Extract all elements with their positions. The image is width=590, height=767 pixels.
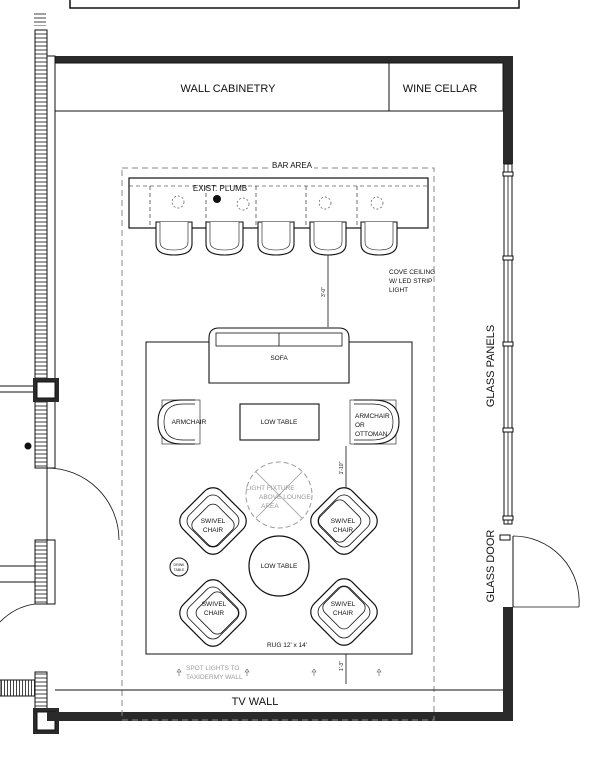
armchair-left-label: ARMCHAIR: [172, 419, 207, 426]
cove-ceiling-line-2: W/ LED STRIP: [389, 278, 432, 285]
bar-stool: [360, 221, 398, 256]
tv-wall-label: TV WALL: [232, 696, 279, 708]
bar-stool: [309, 221, 347, 256]
bar-stools: [155, 221, 398, 256]
bar-stool: [257, 221, 295, 256]
swivel-label-1b: CHAIR: [203, 527, 224, 534]
drink-table-label-1: DRINK: [174, 563, 186, 567]
cove-ceiling-line-1: COVE CEILING: [389, 269, 435, 276]
wall-cabinetry: WALL CABINETRY WINE CELLAR: [54, 62, 504, 112]
swivel-chair-lower-right-label: SWIVEL CHAIR: [331, 601, 356, 617]
dim-bar-label: 3'-0": [321, 287, 327, 297]
spot-lights-label-2: TAXIDERMY WALL: [186, 674, 243, 681]
spot-lights-label-1: SPOT LIGHTS TO: [186, 665, 239, 672]
rug-label: RUG 12' x 14': [267, 642, 307, 649]
low-table-rect: LOW TABLE: [239, 403, 320, 441]
swivel-label-2a: SWIVEL: [331, 518, 356, 525]
swivel-chair-lower-left: [179, 579, 247, 647]
left-door-swing-upper: [46, 467, 120, 541]
low-table-top-label: LOW TABLE: [261, 419, 298, 426]
swivel-label-4a: SWIVEL: [331, 601, 356, 608]
exist-plumb-label: EXIST. PLUMB: [193, 184, 247, 193]
bar-stool: [205, 221, 244, 256]
glass-panels: GLASS PANELS: [485, 171, 514, 521]
drink-table-label-2: TABLE: [174, 568, 185, 572]
top-element: [69, 0, 520, 9]
swivel-chair-lower-left-label: SWIVEL CHAIR: [202, 601, 227, 617]
swivel-label-4b: CHAIR: [333, 610, 354, 617]
dimension-bottom: 1'-3": [339, 654, 347, 684]
cove-ceiling-note: COVE CEILING W/ LED STRIP LIGHT: [389, 269, 435, 294]
swivel-chair-upper-left: [179, 487, 247, 555]
swivel-chair-upper-right-label: SWIVEL CHAIR: [331, 518, 356, 534]
swivel-label-3b: CHAIR: [204, 610, 225, 617]
dimension-bar-to-sofa: 3'-0": [321, 255, 329, 327]
glass-door: GLASS DOOR: [485, 530, 580, 608]
left-openings: [0, 385, 36, 697]
armchair-right-label-3: OTTOMAN: [355, 431, 388, 438]
glass-door-label: GLASS DOOR: [485, 530, 497, 603]
wine-cellar-label: WINE CELLAR: [403, 83, 478, 95]
dim-bottom-label: 1'-3": [339, 661, 345, 671]
dimension-chair-gap: 1'-10": [339, 446, 347, 494]
light-fixture-label-1: LIGHT FIXTURE: [246, 485, 295, 492]
bar-stool: [155, 221, 193, 256]
armchair-right: ARMCHAIR OR OTTOMAN: [349, 399, 400, 445]
low-table-round-label: LOW TABLE: [261, 563, 298, 570]
swivel-chair-lower-right: [310, 578, 378, 646]
plumbing-point-icon: [213, 195, 221, 203]
tv-wall: TV WALL: [55, 689, 503, 708]
sofa-label: SOFA: [270, 355, 288, 362]
sofa: SOFA: [208, 327, 350, 384]
light-fixture-label-2: ABOVE LOUNGE: [259, 494, 311, 501]
cove-ceiling-line-3: LIGHT: [389, 287, 408, 294]
swivel-chair-upper-right: [310, 487, 378, 555]
bar-area-outline: BAR AREA: [121, 159, 435, 721]
swivel-label-1a: SWIVEL: [201, 518, 226, 525]
armchair-right-label-1: ARMCHAIR: [355, 413, 390, 420]
drink-table: DRINK TABLE: [169, 557, 189, 577]
spot-lights: SPOT LIGHTS TO TAXIDERMY WALL: [176, 665, 382, 681]
swivel-label-2b: CHAIR: [333, 527, 354, 534]
armchair-left: ARMCHAIR: [157, 399, 207, 445]
swivel-label-3a: SWIVEL: [202, 601, 227, 608]
dim-chair-label: 1'-10": [339, 461, 345, 474]
armchair-right-label-2: OR: [355, 422, 365, 429]
swivel-chair-upper-left-label: SWIVEL CHAIR: [201, 518, 226, 534]
left-wall-hatch-marks: [34, 12, 46, 26]
light-fixture: LIGHT FIXTURE ABOVE LOUNGE AREA: [245, 461, 313, 529]
wall-cabinetry-label: WALL CABINETRY: [181, 83, 277, 95]
low-table-round: LOW TABLE: [248, 535, 310, 597]
light-fixture-label-3: AREA: [261, 503, 279, 510]
left-door-swing-lower: [0, 603, 36, 623]
glass-panels-label: GLASS PANELS: [485, 325, 497, 407]
bar-counter: EXIST. PLUMB: [128, 177, 429, 229]
bar-area-label: BAR AREA: [272, 161, 313, 170]
